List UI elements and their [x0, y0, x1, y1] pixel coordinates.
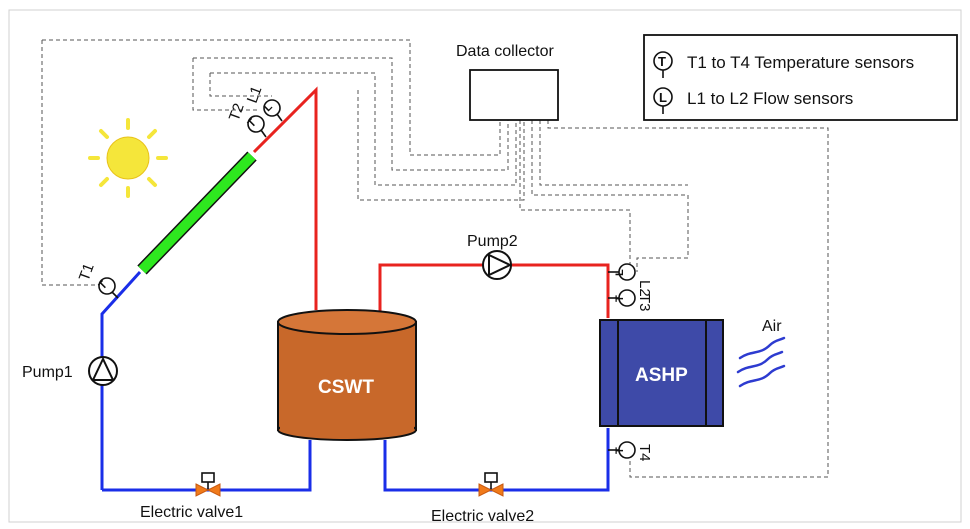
sensor-t2: T T2 — [226, 101, 267, 138]
flow-symbol: L — [659, 90, 667, 105]
data-collector-box — [469, 69, 559, 121]
valve2-label: Electric valve2 — [431, 508, 534, 525]
storage-tank: CSWT — [277, 309, 417, 441]
sensor-t1-label: T1 — [76, 261, 98, 283]
sensor-l2-label: L2 — [636, 280, 653, 297]
sensor-t4-label: T4 — [636, 444, 653, 462]
sun-icon — [88, 118, 168, 198]
signal-wires — [41, 39, 829, 478]
sensor-t4-symbol: T — [614, 447, 626, 454]
heat-pump: ASHP — [599, 319, 724, 427]
legend-box — [643, 34, 958, 121]
legend-flow-text: L1 to L2 Flow sensors — [687, 89, 853, 108]
sensor-t3-label: T3 — [636, 294, 653, 312]
sensor-t3-symbol: T — [614, 295, 626, 302]
heat-pump-label: ASHP — [635, 365, 688, 386]
air-flow: Air — [736, 318, 786, 388]
electric-valve1: Electric valve1 — [140, 472, 243, 521]
sensor-t1: T T1 — [76, 261, 119, 299]
pump2-label: Pump2 — [467, 233, 518, 250]
pump2-icon — [482, 250, 512, 280]
electric-valve2: Electric valve2 — [431, 472, 534, 525]
sensor-t4: T T4 — [608, 441, 653, 462]
air-wave-icon — [736, 336, 786, 388]
temperature-symbol: T — [658, 54, 666, 69]
data-collector-label: Data collector — [456, 43, 554, 60]
pump1-label: Pump1 — [22, 364, 73, 381]
tank-label: CSWT — [318, 377, 374, 398]
sensor-t2-label: T2 — [226, 101, 248, 123]
pump2: Pump2 — [467, 233, 518, 280]
valve2-actuator-icon — [484, 472, 498, 483]
sensor-l2: L L2 — [608, 263, 653, 297]
sensor-l1: L L1 — [244, 84, 283, 122]
valve1-label: Electric valve1 — [140, 504, 243, 521]
air-label: Air — [762, 318, 782, 335]
legend-temperature-text: T1 to T4 Temperature sensors — [687, 53, 914, 72]
valve2-body-icon — [478, 483, 493, 497]
sensor-l1-label: L1 — [244, 84, 266, 105]
diagram-frame — [8, 9, 962, 523]
sensor-l2-symbol: L — [614, 269, 626, 276]
valve1-actuator-icon — [201, 472, 215, 483]
sensor-t3: T T3 — [608, 289, 653, 312]
pump1: Pump1 — [22, 356, 118, 386]
legend: T T1 to T4 Temperature sensors L L1 to L… — [643, 34, 958, 121]
valve1-body-icon — [195, 483, 210, 497]
